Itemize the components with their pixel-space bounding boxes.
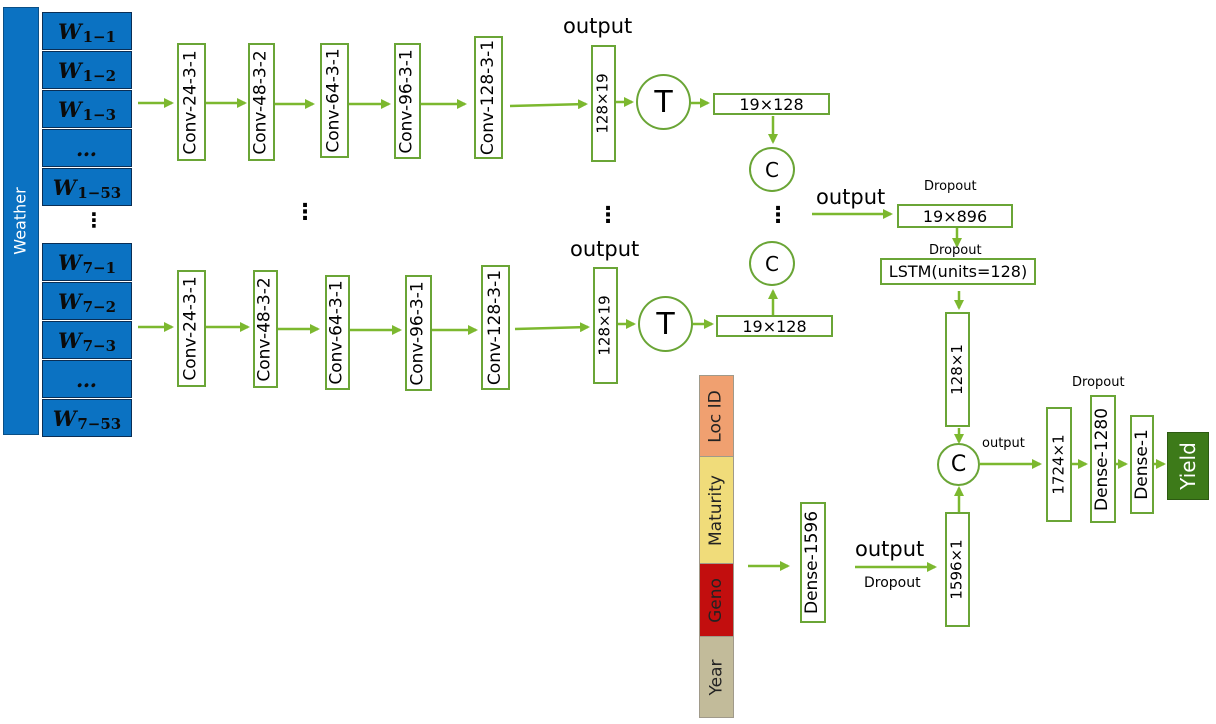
concat-node: C <box>749 241 795 286</box>
lstm-box: LSTM(units=128) <box>880 258 1036 285</box>
transposed-shape-box: 19×128 <box>713 93 830 115</box>
weather-cell-ellipsis: … <box>42 129 132 167</box>
ellipsis-dots: ⋮ <box>294 200 316 225</box>
output-shape-box: 128×19 <box>593 267 618 384</box>
lstm-output-box: 128×1 <box>945 312 970 427</box>
weather-dots: ⋮ <box>84 208 104 232</box>
dropout-label: Dropout <box>924 179 977 194</box>
transposed-shape-box: 19×128 <box>716 315 833 337</box>
conv-layer-box: Conv-48-3-2 <box>248 43 275 161</box>
output-label: output <box>816 185 886 209</box>
conv-layer-box: Conv-96-3-1 <box>394 43 421 159</box>
dense-output-box: 1596×1 <box>945 512 970 627</box>
feature-loc-id: Loc ID <box>699 375 734 457</box>
transpose-node: T <box>636 74 691 130</box>
arrow <box>509 99 588 110</box>
dense-1280-box: Dense-1280 <box>1090 395 1116 523</box>
feature-year: Year <box>699 636 734 718</box>
weather-label-bar: Weather <box>3 7 39 435</box>
transpose-node: T <box>638 296 693 352</box>
dropout-label: Dropout <box>1072 375 1125 390</box>
dropout-label: Dropout <box>929 243 982 258</box>
output-label: output <box>855 537 925 561</box>
conv-layer-box: Conv-64-3-1 <box>325 275 350 390</box>
weather-cell-ellipsis: … <box>42 360 132 398</box>
output-label: output <box>570 237 640 261</box>
ellipsis-dots: ⋮ <box>767 203 789 228</box>
dense-1596-box: Dense-1596 <box>800 502 826 623</box>
ellipsis-dots: ⋮ <box>597 203 619 228</box>
conv-layer-box: Conv-128-3-1 <box>481 265 510 390</box>
concat-shape-box: 19×896 <box>897 204 1013 228</box>
conv-layer-box: Conv-48-3-2 <box>253 270 278 388</box>
arrow <box>514 322 590 333</box>
conv-layer-box: Conv-128-3-1 <box>474 36 503 159</box>
feature-geno: Geno <box>699 563 734 637</box>
conv-layer-box: Conv-96-3-1 <box>405 275 432 391</box>
dense-1-box: Dense-1 <box>1130 415 1154 514</box>
feature-maturity: Maturity <box>699 456 734 564</box>
conv-layer-box: Conv-24-3-1 <box>177 43 206 161</box>
output-label: output <box>563 14 633 38</box>
concat-node: C <box>749 147 795 192</box>
conv-layer-box: Conv-64-3-1 <box>320 43 349 158</box>
output-label: output <box>982 436 1025 451</box>
final-concat-node: C <box>937 443 980 486</box>
conv-layer-box: Conv-24-3-1 <box>177 270 206 387</box>
output-shape-box: 128×19 <box>591 45 616 162</box>
dropout-label: Dropout <box>864 575 921 591</box>
weather-label: Weather <box>11 187 30 255</box>
final-concat-shape-box: 1724×1 <box>1046 407 1072 522</box>
yield-output: Yield <box>1167 432 1209 500</box>
